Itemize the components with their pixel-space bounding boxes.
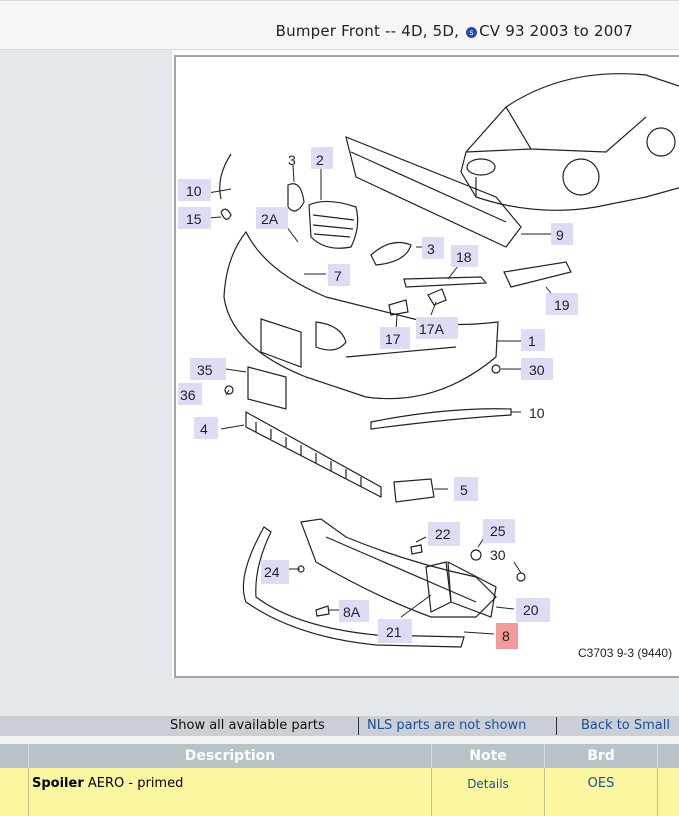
callout-label[interactable]: 19	[554, 297, 570, 313]
info-icon[interactable]: s	[466, 27, 478, 38]
diagram-footer-band	[172, 678, 679, 716]
divider	[556, 717, 557, 735]
callout-label[interactable]: 5	[460, 482, 468, 498]
callout-bg	[178, 179, 211, 201]
brand-cell[interactable]: OES	[544, 768, 657, 816]
callout-label[interactable]: 20	[523, 602, 539, 618]
callout-label[interactable]: 8	[502, 628, 510, 644]
callout-label[interactable]: 2	[316, 152, 324, 168]
back-link[interactable]: Back to Small	[581, 718, 670, 733]
callout-label[interactable]: 10	[529, 405, 545, 421]
callout-label[interactable]: 21	[386, 624, 402, 640]
row-cell-blank	[0, 768, 28, 816]
left-pane	[0, 50, 172, 716]
callout-label[interactable]: 18	[456, 249, 472, 265]
parts-diagram-svg: 10 15 2A 3 2 7 3 18 9 17 17A 1 19 35 36 …	[178, 73, 679, 660]
callout-highlight	[496, 623, 518, 649]
callout-label[interactable]: 2A	[261, 211, 279, 227]
header-note[interactable]: Note	[431, 744, 544, 768]
part-name: Spoiler	[32, 776, 84, 791]
show-all-parts-link[interactable]: Show all available parts	[170, 718, 325, 733]
row-description: Spoiler AERO - primed	[28, 768, 431, 816]
callout-label[interactable]: 30	[490, 547, 506, 563]
callout-label[interactable]: 1	[528, 333, 536, 349]
header-brand[interactable]: Brd	[544, 744, 657, 768]
callout-label[interactable]: 9	[556, 227, 564, 243]
callout-label[interactable]: 25	[490, 523, 506, 539]
callout-label[interactable]: 24	[264, 564, 280, 580]
callout-label[interactable]: 17	[385, 331, 401, 347]
callout-label[interactable]: 10	[186, 183, 202, 199]
spacer	[0, 736, 679, 744]
callout-label[interactable]: 22	[435, 526, 451, 542]
parts-diagram: 10 15 2A 3 2 7 3 18 9 17 17A 1 19 35 36 …	[174, 55, 679, 678]
diagram-caption: C3703 9-3 (9440)	[578, 646, 672, 660]
table-row[interactable]: Spoiler AERO - primed Details OES	[0, 768, 679, 816]
callout-label[interactable]: 36	[180, 387, 196, 403]
title-suffix: CV 93 2003 to 2007	[479, 22, 633, 40]
callout-label[interactable]: 15	[186, 211, 202, 227]
header-cell-extra	[657, 744, 679, 768]
callout-label[interactable]: 4	[200, 421, 208, 437]
details-link[interactable]: Details	[431, 768, 544, 816]
callout-label[interactable]: 7	[334, 268, 342, 284]
callout-label[interactable]: 8A	[343, 604, 361, 620]
divider	[358, 717, 359, 735]
part-desc: AERO - primed	[87, 776, 184, 791]
links-bar: Show all available parts NLS parts are n…	[0, 716, 679, 736]
parts-table-header: Description Note Brd	[0, 744, 679, 768]
row-cell-extra	[657, 768, 679, 816]
header-cell-blank	[0, 744, 28, 768]
callout-label[interactable]: 3	[288, 152, 296, 168]
header-description[interactable]: Description	[28, 744, 431, 768]
callout-label[interactable]: 35	[197, 362, 213, 378]
title-prefix: Bumper Front -- 4D, 5D,	[275, 22, 460, 40]
callout-label[interactable]: 17A	[419, 321, 445, 337]
callout-label[interactable]: 30	[529, 362, 545, 378]
callout-label[interactable]: 3	[427, 241, 435, 257]
nls-parts-link[interactable]: NLS parts are not shown	[367, 718, 527, 733]
